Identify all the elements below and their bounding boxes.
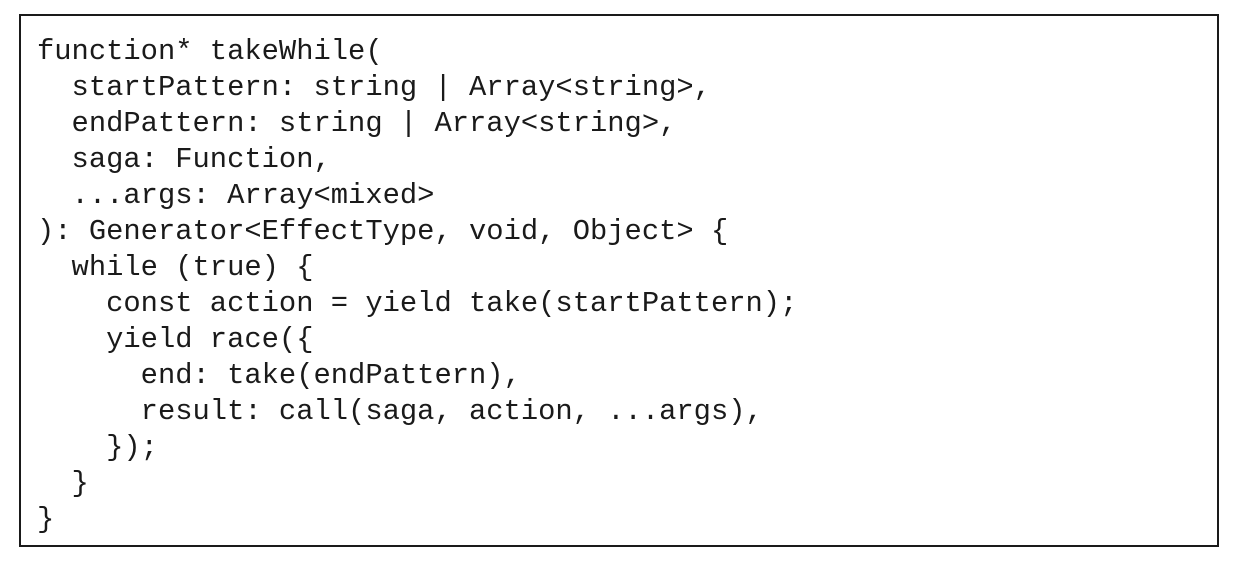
- code-snippet-frame: function* takeWhile( startPattern: strin…: [19, 14, 1219, 547]
- code-line: endPattern: string | Array<string>,: [37, 107, 677, 140]
- code-line: ...args: Array<mixed>: [37, 179, 435, 212]
- code-line: function* takeWhile(: [37, 35, 383, 68]
- code-line: const action = yield take(startPattern);: [37, 287, 798, 320]
- code-line: }: [37, 467, 89, 500]
- code-line: });: [37, 431, 158, 464]
- code-block: function* takeWhile( startPattern: strin…: [37, 34, 797, 538]
- code-line: startPattern: string | Array<string>,: [37, 71, 711, 104]
- code-line: end: take(endPattern),: [37, 359, 521, 392]
- code-line: }: [37, 503, 55, 536]
- code-line: while (true) {: [37, 251, 314, 284]
- code-line: result: call(saga, action, ...args),: [37, 395, 763, 428]
- code-line: ): Generator<EffectType, void, Object> {: [37, 215, 729, 248]
- code-line: yield race({: [37, 323, 314, 356]
- code-line: saga: Function,: [37, 143, 331, 176]
